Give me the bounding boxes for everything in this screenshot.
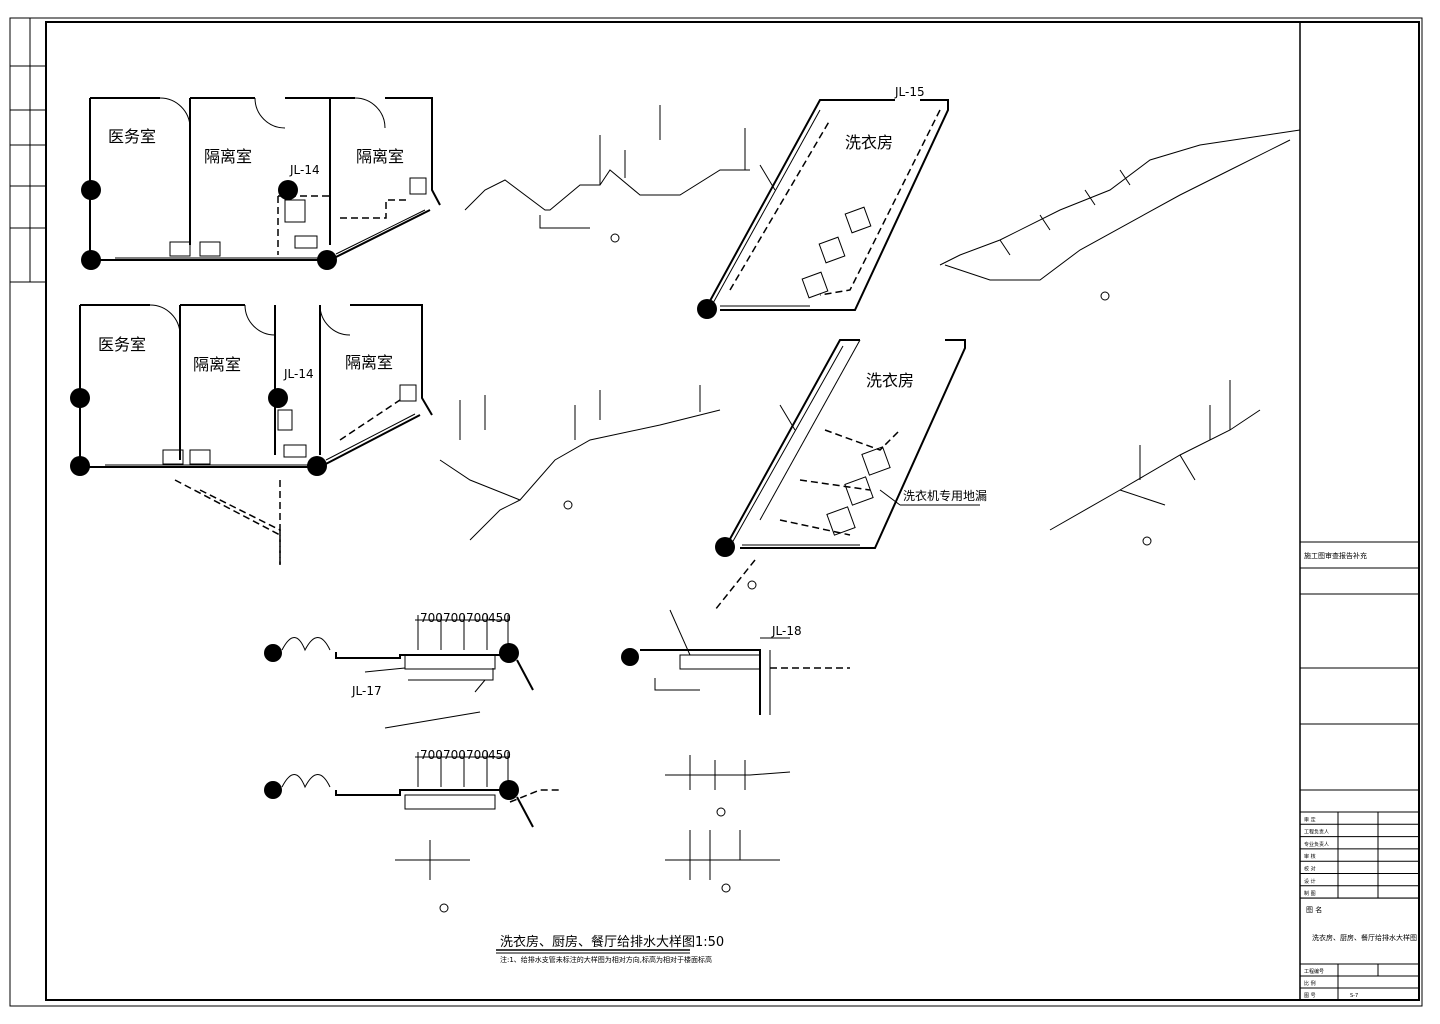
project-name: 施工图审查报告补充 xyxy=(1304,551,1367,560)
column-marker xyxy=(81,180,101,200)
column-marker xyxy=(70,456,90,476)
pipe-id-jl15: JL-15 xyxy=(894,85,925,99)
detail-marker xyxy=(610,233,620,243)
drawing-note: 注:1、给排水支管未标注的大样图为相对方向,标高为相对于楼面标高 xyxy=(500,955,712,964)
column-marker xyxy=(499,780,519,800)
dimension-value: 700 xyxy=(420,748,443,762)
column-marker xyxy=(621,648,639,666)
column-marker xyxy=(697,299,717,319)
column-marker xyxy=(499,643,519,663)
pipe-id-jl18: JL-18 xyxy=(771,624,802,638)
dimension-value: 700 xyxy=(466,611,489,625)
pipe-isometric-laundry-drainage xyxy=(1049,380,1261,546)
room-label-isolation: 隔离室 xyxy=(193,355,241,374)
washer-drain-note: 洗衣机专用地漏 xyxy=(903,488,987,503)
dimension-value: 700 xyxy=(466,748,489,762)
laundry-room-2: 洗衣房 洗衣机专用地漏 xyxy=(714,339,987,611)
detail-marker xyxy=(747,580,757,590)
detail-marker xyxy=(721,883,731,893)
drawing-name: 洗衣房、厨房、餐厅给排水大样图 xyxy=(1312,933,1417,942)
detail-dining: 700 700 700 450 xyxy=(264,711,560,913)
dimension-value: 700 xyxy=(443,748,466,762)
detail-marker xyxy=(1142,536,1152,546)
plan-medical-isolation-1: 医务室 隔离室 隔离室 JL-14 xyxy=(81,97,441,270)
pipe-isometric-laundry-supply xyxy=(939,129,1301,301)
pipe-id-jl17: JL-17 xyxy=(351,684,382,698)
drawing-title: 洗衣房、厨房、餐厅给排水大样图1:50 xyxy=(500,934,724,950)
column-marker xyxy=(268,388,288,408)
inner-border xyxy=(45,21,1420,1001)
drawing-name-label: 图 名 xyxy=(1306,905,1322,914)
title-block-role: 审 核 xyxy=(1304,853,1316,860)
column-marker xyxy=(81,250,101,270)
sheet-number: S-7 xyxy=(1350,993,1358,999)
drawing-title-group: 洗衣房、厨房、餐厅给排水大样图1:50 注:1、给排水支管未标注的大样图为相对方… xyxy=(496,934,724,964)
detail-marker xyxy=(439,903,449,913)
room-label-isolation: 隔离室 xyxy=(204,147,252,166)
room-label-isolation: 隔离室 xyxy=(345,353,393,372)
detail-marker xyxy=(716,807,726,817)
pipe-isometric-water-supply xyxy=(464,105,750,243)
sheet-label: 图 号 xyxy=(1304,993,1316,999)
column-marker xyxy=(264,644,282,662)
title-block-role: 设 计 xyxy=(1304,878,1316,885)
room-label-laundry: 洗衣房 xyxy=(866,371,914,390)
laundry-room-1: 洗衣房 JL-15 xyxy=(697,85,949,319)
column-marker xyxy=(278,180,298,200)
title-block-role: 校 对 xyxy=(1304,866,1316,873)
room-label-medical: 医务室 xyxy=(108,127,156,146)
dimension-value: 450 xyxy=(488,611,511,625)
room-label-laundry: 洗衣房 xyxy=(845,133,893,152)
column-marker xyxy=(70,388,90,408)
dimension-value: 700 xyxy=(420,611,443,625)
detail-marker xyxy=(563,500,573,510)
title-block-role: 审 定 xyxy=(1304,816,1316,823)
project-number-label: 工程编号 xyxy=(1304,968,1324,975)
detail-jl18: JL-18 xyxy=(621,609,850,893)
dimension-value: 700 xyxy=(443,611,466,625)
room-label-isolation: 隔离室 xyxy=(356,147,404,166)
title-block-role: 制 图 xyxy=(1304,890,1316,897)
scale-label: 比 例 xyxy=(1304,980,1316,987)
binding-strip xyxy=(10,18,46,283)
pipe-id-jl14: JL-14 xyxy=(289,163,320,177)
detail-jl17: 700 700 700 450 JL-17 xyxy=(264,611,534,698)
outer-border xyxy=(9,17,1423,1007)
plan-medical-isolation-2: 医务室 隔离室 隔离室 JL-14 xyxy=(70,304,433,565)
column-marker xyxy=(264,781,282,799)
column-marker xyxy=(307,456,327,476)
title-block-role: 专业负责人 xyxy=(1304,841,1329,848)
column-marker xyxy=(715,537,735,557)
pipe-isometric-drainage-1 xyxy=(439,385,721,541)
title-block-role: 工程负责人 xyxy=(1304,829,1329,836)
pipe-id-jl14: JL-14 xyxy=(283,367,314,381)
detail-marker xyxy=(1100,291,1110,301)
dimension-value: 450 xyxy=(488,748,511,762)
column-marker xyxy=(317,250,337,270)
room-label-medical: 医务室 xyxy=(98,335,146,354)
